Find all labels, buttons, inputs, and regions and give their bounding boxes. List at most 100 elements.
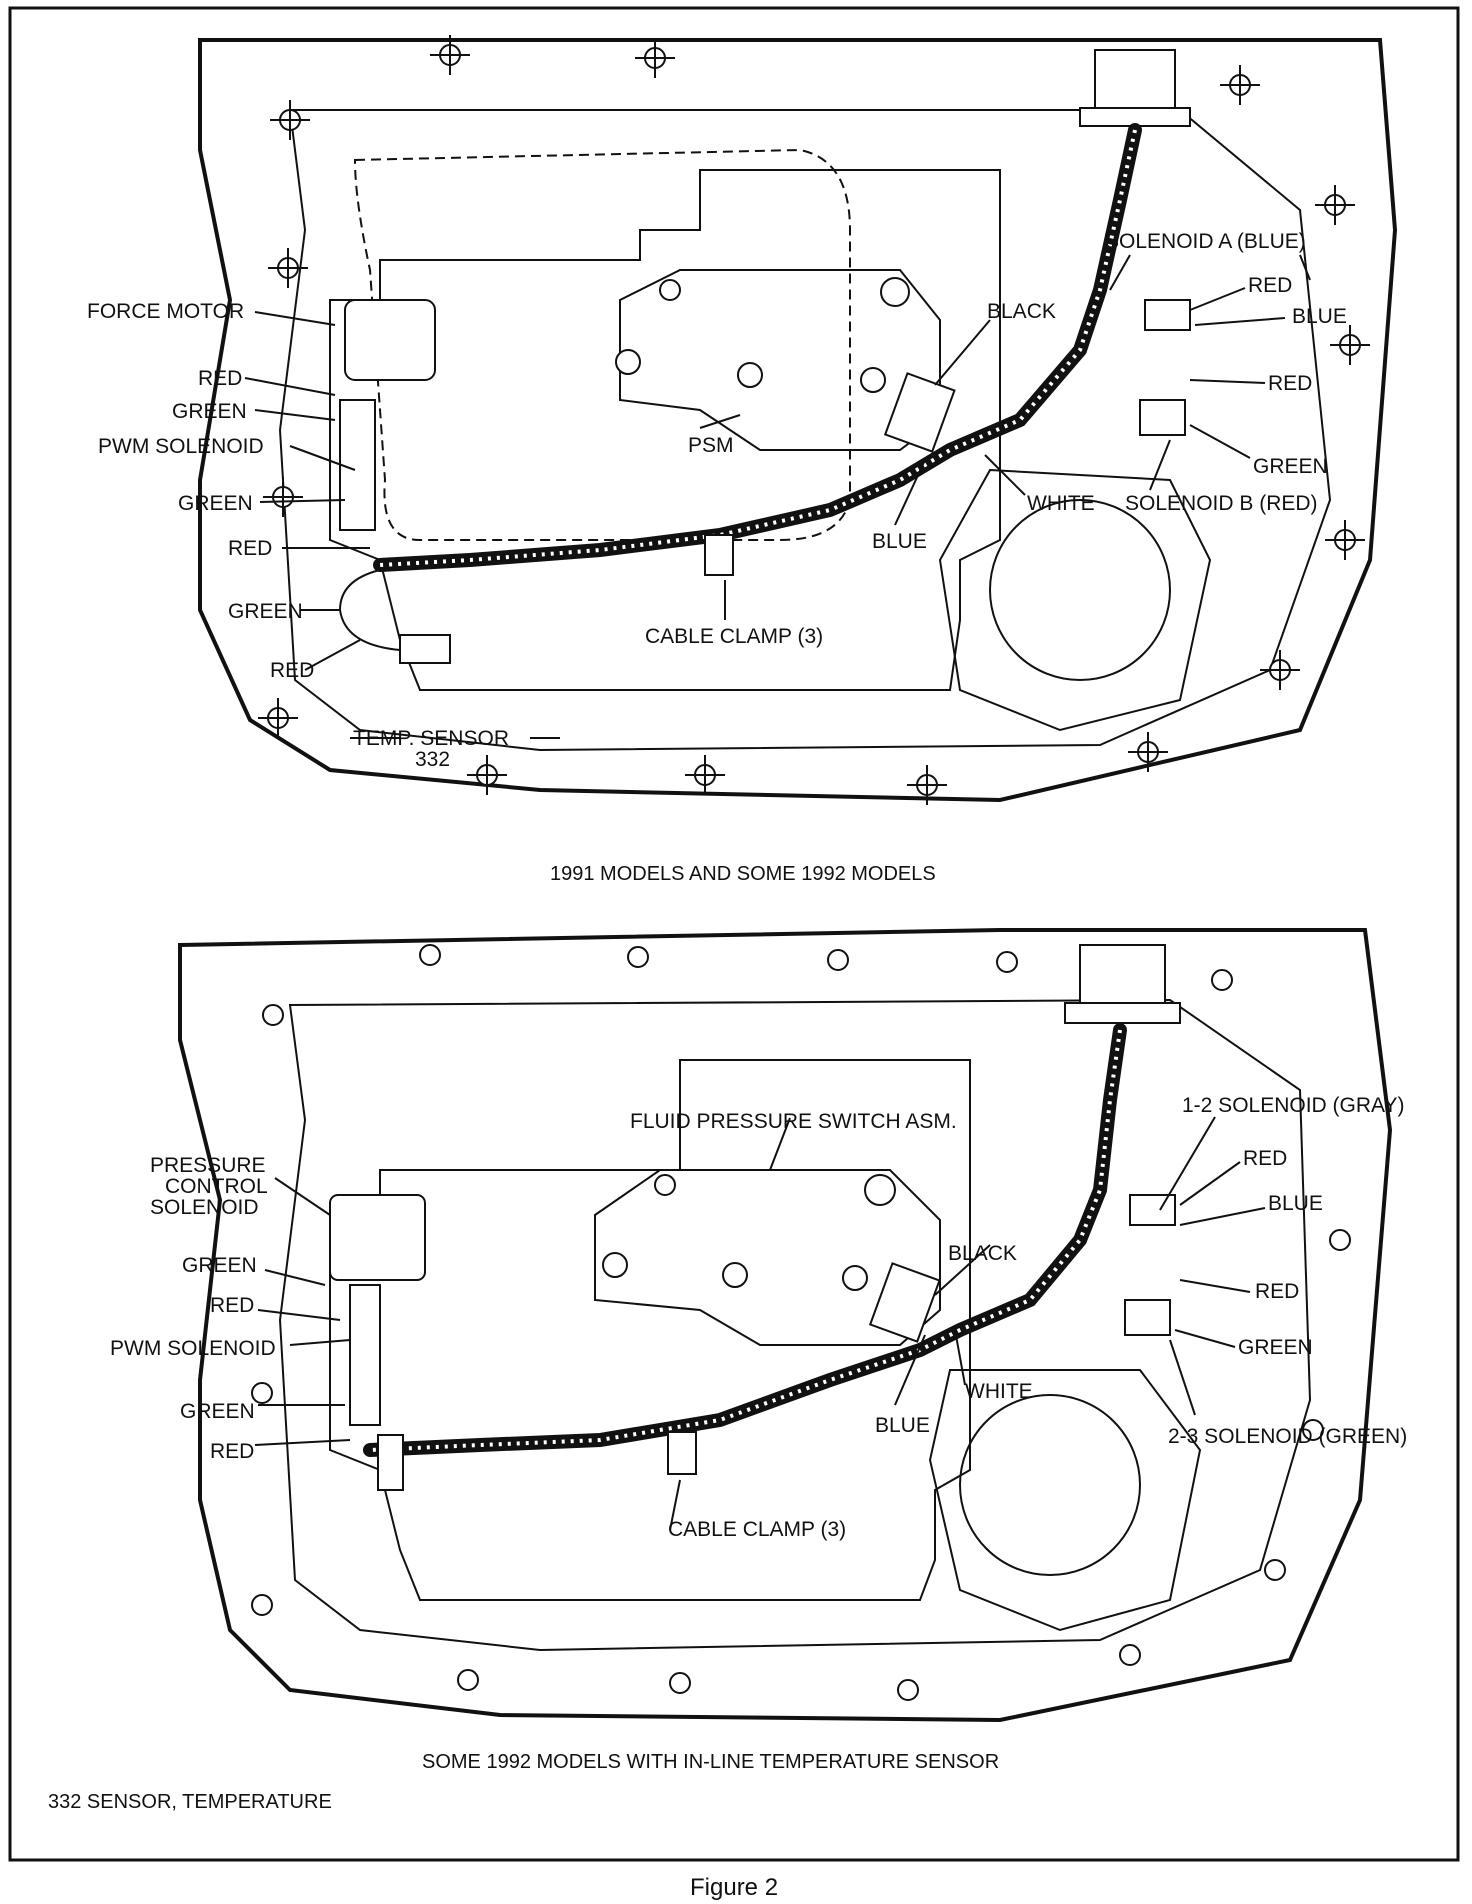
top-label-solenoid-a: SOLENOID A (BLUE) (1105, 230, 1306, 253)
top-psm-bolt-4 (659, 279, 681, 301)
bolt-hole (430, 35, 470, 75)
bottom-inner-pan-outline (278, 998, 1312, 1652)
bottom-valve-body (329, 1059, 971, 1601)
bottom-pump-housing (928, 1369, 1202, 1632)
top-label-temp-sensor-ref: 332 (415, 748, 450, 771)
top-label-green-3: GREEN (228, 600, 303, 623)
bottom-wiring-harness-ribs (369, 1029, 1122, 1452)
bottom-label-red-2: RED (210, 1440, 254, 1463)
top-label-green-r: GREEN (1253, 455, 1328, 478)
bolt-hole (467, 755, 507, 795)
top-temp-sensor (399, 634, 451, 664)
bolt-hole (1260, 650, 1300, 690)
bottom-plate-bolt-1 (602, 1252, 628, 1278)
top-label-red-2: RED (228, 537, 272, 560)
top-label-green-1: GREEN (172, 400, 247, 423)
bottom-label-solenoid-12: 1-2 SOLENOID (GRAY) (1182, 1094, 1405, 1117)
top-solenoid-b (1139, 399, 1186, 436)
top-inner-pan-outline (278, 109, 1332, 752)
top-label-white: WHITE (1027, 492, 1095, 515)
bottom-pump-circle (959, 1394, 1141, 1576)
top-black-connector (883, 372, 956, 453)
bolt-hole (270, 100, 310, 140)
top-valve-body (329, 169, 1001, 691)
bolt-hole (268, 248, 308, 288)
bolt-hole (1264, 1559, 1286, 1581)
bolt-hole (251, 1594, 273, 1616)
bolt-hole (827, 949, 849, 971)
top-leader-lines (244, 254, 1311, 739)
bottom-connector-flange (1064, 1002, 1181, 1024)
top-label-solenoid-b: SOLENOID B (RED) (1125, 492, 1318, 515)
top-label-red-3: RED (270, 659, 314, 682)
top-outer-pan-outline (198, 38, 1398, 803)
bolt-hole (1302, 1419, 1324, 1441)
bottom-black-connector (868, 1262, 941, 1343)
top-label-green-2: GREEN (178, 492, 253, 515)
bolt-hole (996, 951, 1018, 973)
bottom-pwm-solenoid (349, 1284, 381, 1426)
bolt-hole (258, 698, 298, 738)
bolt-hole (457, 1669, 479, 1691)
bottom-inline-temp-sensor (377, 1434, 404, 1491)
top-label-blue-bottom: BLUE (872, 530, 927, 553)
bottom-switch-port (864, 1174, 896, 1206)
top-filter-outline (353, 148, 851, 541)
top-caption: 1991 MODELS AND SOME 1992 MODELS (550, 863, 936, 885)
bolt-hole (897, 1679, 919, 1701)
top-psm-port (880, 277, 910, 307)
bottom-label-red-1: RED (210, 1294, 254, 1317)
top-temp-sensor-wires (338, 569, 401, 651)
top-force-motor (344, 299, 436, 381)
bolt-hole (627, 946, 649, 968)
bottom-label-cable-clamp: CABLE CLAMP (3) (668, 1518, 846, 1541)
bottom-plate-bolt-2 (722, 1262, 748, 1288)
bolt-hole (419, 944, 441, 966)
bolt-hole (1315, 185, 1355, 225)
bottom-cable-clamp (667, 1431, 697, 1475)
bottom-label-pressure: PRESSURE (150, 1154, 266, 1177)
bolt-hole (1220, 65, 1260, 105)
bolt-hole (251, 1382, 273, 1404)
top-label-red-r2: RED (1268, 372, 1312, 395)
top-label-blue-r: BLUE (1292, 305, 1347, 328)
bottom-label-red-r2: RED (1255, 1280, 1299, 1303)
bottom-label-red-r1: RED (1243, 1147, 1287, 1170)
top-label-force-motor: FORCE MOTOR (87, 300, 244, 323)
bottom-solenoid-12 (1129, 1194, 1176, 1226)
top-label-pwm-solenoid: PWM SOLENOID (98, 435, 264, 458)
top-pwm-solenoid (339, 399, 376, 531)
bottom-label-pwm-solenoid: PWM SOLENOID (110, 1337, 276, 1360)
bottom-label-white: WHITE (965, 1380, 1033, 1403)
top-psm-bolt-3 (860, 367, 886, 393)
bottom-label-black: BLACK (948, 1242, 1017, 1265)
bolt-hole (1211, 969, 1233, 991)
bottom-label-control: CONTROL (165, 1175, 268, 1198)
top-wiring-harness-ribs (379, 129, 1137, 567)
top-label-red-1: RED (198, 367, 242, 390)
bottom-outer-pan-outline (178, 928, 1393, 1723)
bottom-pressure-control-solenoid (329, 1194, 426, 1281)
bottom-label-green-2: GREEN (180, 1400, 255, 1423)
bottom-plate-bolt-4 (654, 1174, 676, 1196)
bottom-label-solenoid: SOLENOID (150, 1196, 259, 1219)
bottom-plate-bolt-3 (842, 1265, 868, 1291)
top-label-psm: PSM (688, 434, 734, 457)
top-label-black: BLACK (987, 300, 1056, 323)
bolt-hole (262, 1004, 284, 1026)
bolt-hole (263, 477, 303, 517)
bottom-label-blue-r: BLUE (1268, 1192, 1323, 1215)
bolt-hole (1119, 1644, 1141, 1666)
bolt-hole (1325, 520, 1365, 560)
bolt-hole (1330, 325, 1370, 365)
top-diagram: FORCE MOTOR RED GREEN PWM SOLENOID GREEN… (87, 35, 1398, 885)
top-psm-bolt-1 (615, 349, 641, 375)
bottom-label-solenoid-23: 2-3 SOLENOID (GREEN) (1168, 1425, 1407, 1448)
top-cable-clamp (704, 534, 734, 576)
legend-note: 332 SENSOR, TEMPERATURE (48, 1791, 332, 1813)
bolt-hole (669, 1672, 691, 1694)
top-psm-bolt-2 (737, 362, 763, 388)
bolt-hole (635, 38, 675, 78)
bottom-caption: SOME 1992 MODELS WITH IN-LINE TEMPERATUR… (422, 1751, 999, 1773)
